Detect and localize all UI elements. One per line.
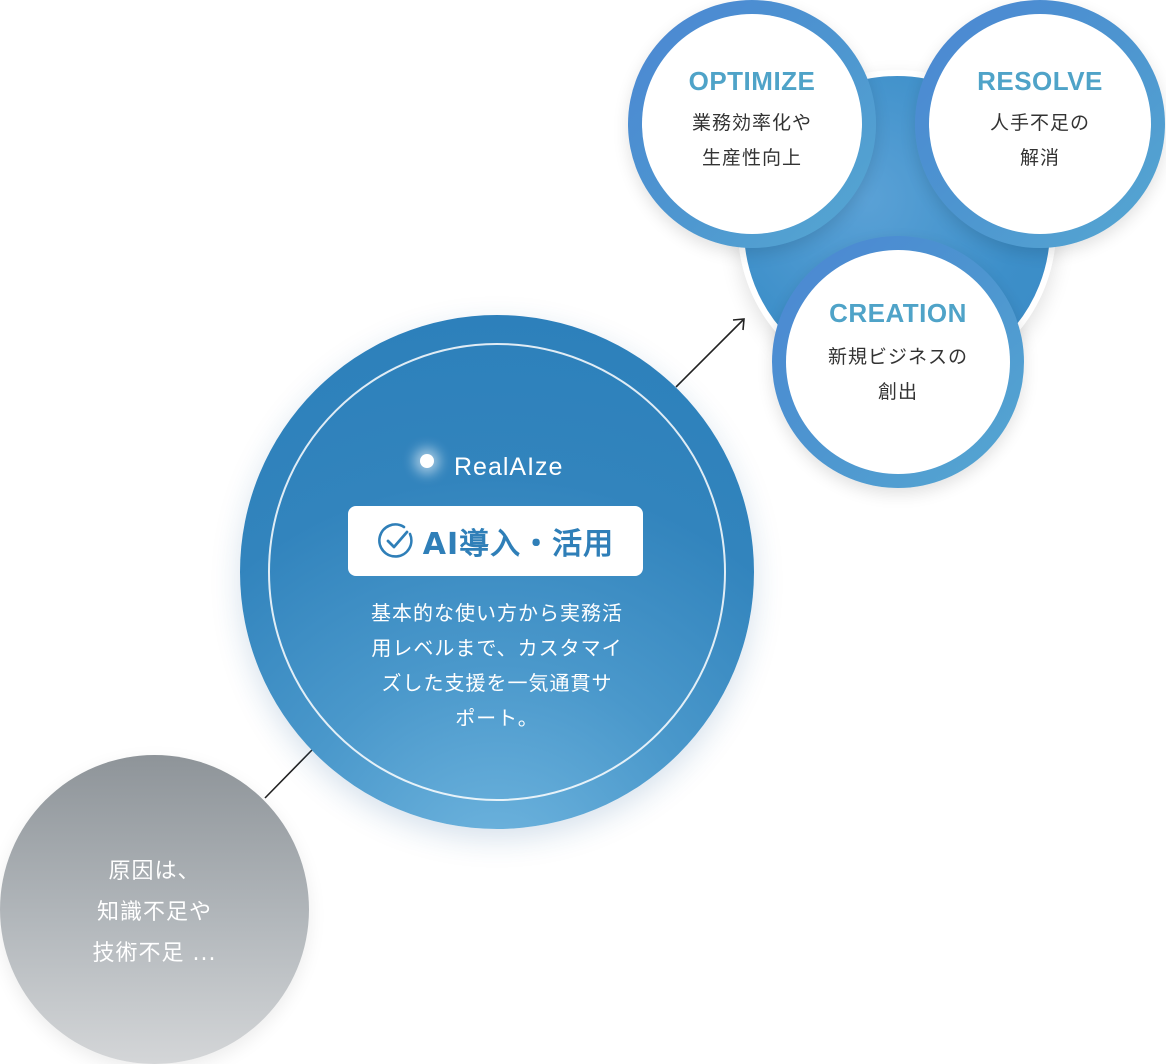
- outcome-line: 解消: [1019, 147, 1060, 169]
- outcome-line: 人手不足の: [989, 112, 1090, 134]
- outcome-line: 新規ビジネスの: [827, 346, 968, 368]
- outcome-line: 業務効率化や: [691, 112, 812, 134]
- service-description: 基本的な使い方から実務活 用レベルまで、カスタマイ ズした支援を一気通貫サ ポー…: [240, 596, 754, 736]
- outcome-creation: CREATION 新規ビジネスの 創出: [772, 236, 1024, 488]
- service-badge: AI導入・活用: [348, 506, 643, 576]
- outcome-resolve: RESOLVE 人手不足の 解消: [915, 0, 1165, 248]
- outcome-line: 創出: [877, 381, 918, 403]
- outcome-subtitle: 新規ビジネスの 創出: [772, 340, 1024, 410]
- outcome-title: RESOLVE: [977, 66, 1103, 96]
- description-line: 基本的な使い方から実務活: [371, 601, 623, 625]
- brand-logo-dot-icon: [420, 454, 434, 468]
- arrow-up-right-icon: [732, 318, 745, 331]
- outcome-optimize: OPTIMIZE 業務効率化や 生産性向上: [628, 0, 876, 248]
- outcome-title: OPTIMIZE: [688, 66, 816, 96]
- outcome-inner: [642, 14, 862, 234]
- outcome-subtitle: 業務効率化や 生産性向上: [628, 106, 876, 176]
- check-circle-icon: [377, 523, 413, 558]
- cause-text: 原因は、 知識不足や 技術不足 ...: [0, 851, 309, 974]
- outcome-title: CREATION: [829, 298, 967, 328]
- core-inner-ring: [268, 343, 726, 801]
- outcome-subtitle: 人手不足の 解消: [915, 106, 1165, 176]
- brand-logo-text: RealAIze: [454, 453, 564, 481]
- description-line: 用レベルまで、カスタマイ: [371, 636, 623, 660]
- core-service-circle: RealAIze AI導入・活用 基本的な使い方から実務活 用レベルまで、カスタ…: [240, 315, 754, 829]
- cause-line: 知識不足や: [96, 900, 212, 925]
- description-line: ポート。: [455, 706, 539, 730]
- cause-line: 技術不足 ...: [92, 941, 217, 966]
- service-badge-label: AI導入・活用: [422, 527, 615, 562]
- cause-to-core-line: [264, 749, 313, 799]
- outcome-inner: [786, 250, 1010, 474]
- cause-line: 原因は、: [108, 859, 201, 884]
- outcome-line: 生産性向上: [701, 147, 802, 169]
- core-to-outcomes-arrow-line: [675, 319, 744, 388]
- cause-circle: 原因は、 知識不足や 技術不足 ...: [0, 755, 309, 1064]
- outcome-inner: [929, 14, 1151, 234]
- description-line: ズした支援を一気通貫サ: [381, 671, 613, 695]
